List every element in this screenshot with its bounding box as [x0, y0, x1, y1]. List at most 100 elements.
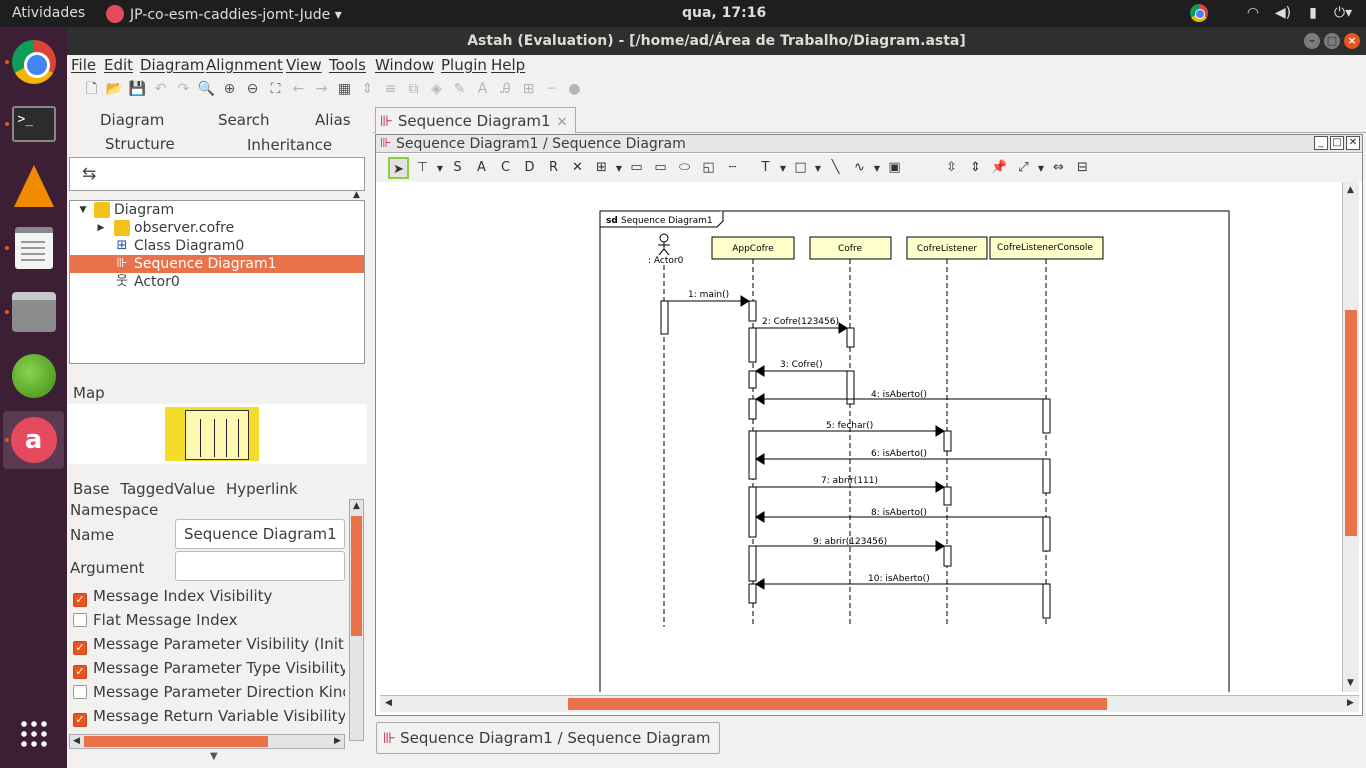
chrome-tray-icon[interactable]	[1190, 4, 1208, 22]
message-label[interactable]: 10: isAberto()	[868, 574, 930, 584]
line-tool-icon[interactable]: ╲	[831, 160, 840, 175]
activities-button[interactable]: Atividades	[12, 5, 86, 21]
undo-icon[interactable]: ↶	[154, 81, 167, 97]
menu-edit[interactable]: Edit	[104, 56, 134, 74]
open-folder-icon[interactable]: 📂	[105, 81, 124, 97]
chevron-down-icon[interactable]: ▼	[873, 163, 881, 173]
canvas-vertical-scrollbar[interactable]: ▲ ▼	[1342, 182, 1359, 692]
dock-astah[interactable]: a	[3, 411, 64, 469]
zoom-in-icon[interactable]: ⊕	[223, 81, 236, 97]
shrink-vertical-icon[interactable]: ⇕	[970, 160, 981, 175]
align-vertical-icon[interactable]: ⇕	[361, 81, 374, 97]
tab-structure[interactable]: Structure	[105, 135, 175, 153]
note-tool-icon[interactable]: ◱	[702, 160, 715, 175]
scroll-up-icon[interactable]: ▲	[353, 190, 360, 200]
tab-diagram[interactable]: Diagram	[100, 111, 165, 129]
stop-tool-icon[interactable]: ✕	[572, 160, 583, 175]
async-message-tool-icon[interactable]: A	[477, 160, 486, 175]
message-label[interactable]: 3: Cofre()	[780, 360, 823, 370]
zoom-out-icon[interactable]: ⊖	[246, 81, 259, 97]
dock-files[interactable]	[3, 283, 64, 341]
tab-base[interactable]: Base	[73, 480, 110, 498]
font-icon[interactable]: Ꭿ	[500, 81, 511, 97]
diagram-nav-icon[interactable]: ▦	[337, 81, 352, 97]
message-label[interactable]: 6: isAberto()	[871, 449, 927, 459]
message-label[interactable]: 9: abrir(123456)	[813, 537, 887, 547]
sync-icon[interactable]: ⇆	[82, 164, 97, 184]
scroll-up-icon[interactable]: ▲	[353, 501, 360, 511]
distribute-icon[interactable]: ⊞	[522, 81, 535, 97]
checkbox-unchecked[interactable]	[73, 685, 87, 699]
checkbox-checked[interactable]: ✓	[73, 641, 87, 655]
pin-icon[interactable]: 📌	[991, 160, 1008, 175]
bottom-diagram-tab[interactable]: ⊪Sequence Diagram1 / Sequence Diagram	[376, 722, 720, 754]
document-tab[interactable]: ⊪ Sequence Diagram1✕	[375, 107, 577, 133]
properties-vertical-scrollbar[interactable]: ▲	[349, 499, 364, 741]
redo-icon[interactable]: ↷	[177, 81, 190, 97]
menu-tools[interactable]: Tools	[329, 56, 366, 74]
volume-icon[interactable]: ◀)	[1274, 5, 1292, 21]
tab-hyperlink[interactable]: Hyperlink	[225, 480, 298, 498]
option-message-parameter-direction-kind[interactable]: Message Parameter Direction Kind V	[73, 683, 345, 703]
insert-space-icon[interactable]: ⊟	[1077, 160, 1088, 175]
scroll-left-icon[interactable]: ◀	[73, 736, 80, 746]
message-label[interactable]: 2: Cofre(123456)	[762, 317, 839, 327]
chevron-down-icon[interactable]: ▼	[814, 163, 822, 173]
chevron-down-icon[interactable]: ▼	[210, 751, 218, 762]
menu-window[interactable]: Window	[375, 56, 435, 74]
combined-fragment-tool-icon[interactable]: ⊞	[596, 160, 607, 175]
menu-alignment[interactable]: Alignment	[206, 56, 283, 74]
menu-file[interactable]: File	[71, 56, 97, 74]
scroll-right-icon[interactable]: ▶	[1347, 698, 1354, 708]
power-icon[interactable]: ⏻▾	[1334, 5, 1353, 21]
menu-plugin[interactable]: Plugin	[441, 56, 487, 74]
scrollbar-thumb[interactable]	[568, 698, 1107, 710]
dock-chrome[interactable]	[3, 33, 64, 91]
shape-icon[interactable]: ●	[568, 81, 581, 97]
dock-text-editor[interactable]	[3, 219, 64, 277]
scrollbar-thumb[interactable]	[84, 736, 268, 747]
fit-width-icon[interactable]: ⇔	[1053, 160, 1064, 175]
tree-node-class-diagram[interactable]: ⊞ Class Diagram0	[70, 237, 364, 255]
save-icon[interactable]: 💾	[128, 81, 147, 97]
text-tool-icon[interactable]: T	[761, 160, 770, 175]
properties-horizontal-scrollbar[interactable]: ◀ ▶	[69, 734, 345, 749]
map-viewport[interactable]	[185, 410, 249, 460]
forward-icon[interactable]: →	[315, 81, 328, 97]
rectangle-tool-icon[interactable]: □	[794, 160, 807, 175]
search-icon[interactable]: 🔍	[197, 81, 216, 97]
ellipse-tool-icon[interactable]: ⬭	[678, 160, 691, 175]
argument-field[interactable]	[175, 551, 345, 581]
message-label[interactable]: 4: isAberto()	[871, 390, 927, 400]
expand-vertical-icon[interactable]: ⇳	[946, 160, 957, 175]
tab-alias[interactable]: Alias	[315, 111, 351, 129]
tree-node-project[interactable]: ▼ Diagram	[79, 202, 175, 218]
minimize-button[interactable]: –	[1304, 33, 1320, 49]
actor-figure[interactable]	[658, 233, 670, 256]
tree-node-actor[interactable]: 웃 Actor0	[70, 273, 364, 291]
map-panel[interactable]	[67, 404, 367, 464]
interaction-use-tool-icon[interactable]: ▭	[630, 160, 643, 175]
font-color-icon[interactable]: A	[477, 81, 488, 97]
map-thumbnail[interactable]	[165, 407, 259, 461]
scroll-up-icon[interactable]: ▲	[1347, 185, 1354, 195]
state-invariant-tool-icon[interactable]: ▭	[654, 160, 667, 175]
back-icon[interactable]: ←	[292, 81, 305, 97]
lifeline-tool-icon[interactable]: ⊤	[416, 160, 429, 175]
inner-close-button[interactable]: ✕	[1346, 136, 1360, 150]
tab-tagged-value[interactable]: TaggedValue	[120, 480, 216, 498]
dock-spring[interactable]	[3, 347, 64, 405]
inner-minimize-button[interactable]: _	[1314, 136, 1328, 150]
line-style-icon[interactable]: ┄	[547, 81, 556, 97]
tree-node-package[interactable]: ▶ observer.cofre	[97, 220, 235, 236]
tab-inheritance[interactable]: Inheritance	[247, 136, 333, 154]
image-tool-icon[interactable]: ▣	[888, 160, 901, 175]
checkbox-checked[interactable]: ✓	[73, 593, 87, 607]
new-file-icon[interactable]: 🗋	[85, 81, 98, 97]
message-label[interactable]: 1: main()	[688, 290, 729, 300]
note-anchor-tool-icon[interactable]: ┄	[728, 160, 737, 175]
chevron-down-icon[interactable]: ▼	[615, 163, 623, 173]
close-tab-icon[interactable]: ✕	[556, 115, 568, 130]
scroll-right-icon[interactable]: ▶	[334, 736, 341, 746]
canvas-horizontal-scrollbar[interactable]: ◀ ▶	[380, 695, 1359, 712]
